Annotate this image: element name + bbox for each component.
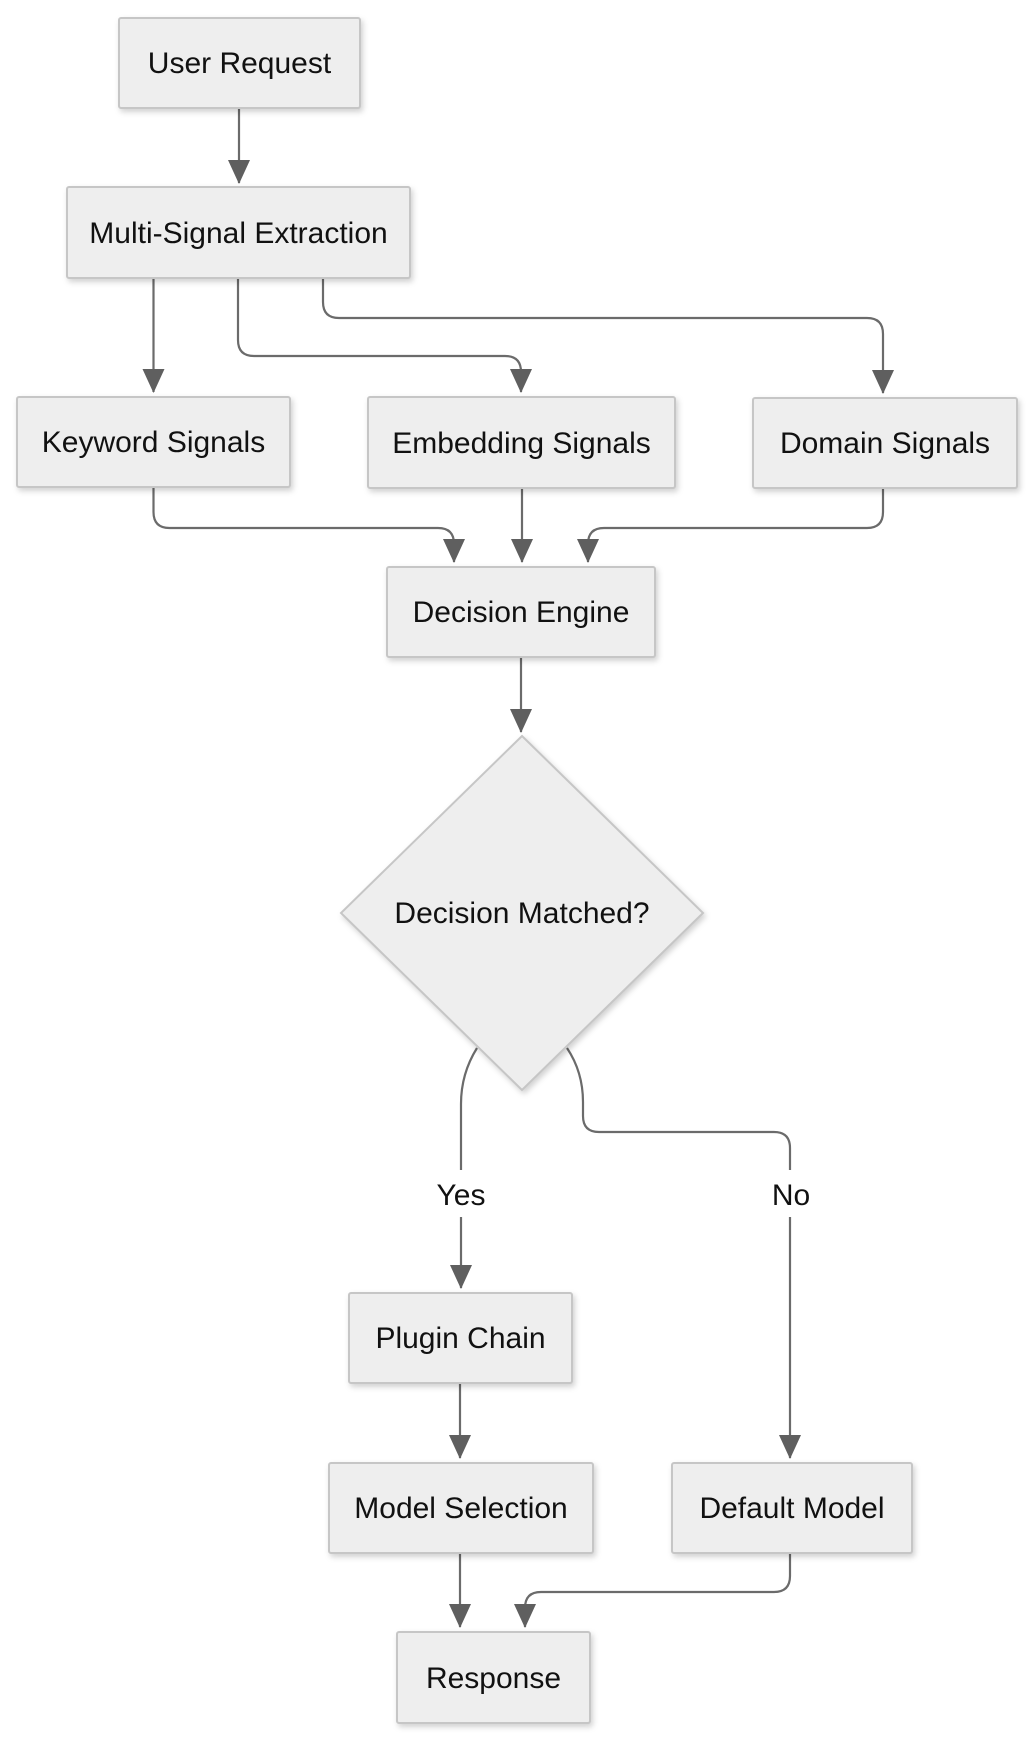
node-response-box (396, 1631, 591, 1724)
edge-keyword-signals-to-decision-engine (152, 487, 465, 563)
node-keyword-signals: Keyword Signals (16, 396, 291, 488)
node-multi-signal-extraction-label: Multi-Signal Extraction (89, 217, 387, 250)
node-plugin-chain: Plugin Chain (348, 1292, 573, 1384)
node-model-selection-box (328, 1462, 594, 1554)
edge-decision-matched-no-upper (566, 1047, 792, 1170)
edge-default-model-to-response (514, 1553, 792, 1628)
node-user-request-label: User Request (148, 47, 332, 80)
node-model-selection-label: Model Selection (354, 1492, 567, 1525)
edge-decision-matched-yes-upper (459, 1047, 478, 1170)
edge-label-yes: Yes (437, 1179, 486, 1212)
node-embedding-signals-label: Embedding Signals (392, 427, 651, 460)
node-decision-matched: Decision Matched? (339, 734, 705, 1092)
node-multi-signal-extraction: Multi-Signal Extraction (66, 186, 411, 279)
node-default-model: Default Model (671, 1462, 913, 1554)
node-embedding-signals: Embedding Signals (367, 396, 676, 489)
node-domain-signals: Domain Signals (752, 397, 1018, 489)
node-decision-engine-label: Decision Engine (413, 596, 630, 629)
node-plugin-chain-box (348, 1292, 573, 1384)
edge-labels-layer: Yes No (437, 1179, 811, 1212)
node-model-selection: Model Selection (328, 1462, 594, 1554)
edge-multi-signal-extraction-to-embedding-signals (236, 278, 532, 393)
node-keyword-signals-box (16, 396, 291, 488)
nodes-layer: User Request Multi-Signal Extraction Key… (16, 17, 1018, 1724)
node-response-label: Response (426, 1662, 561, 1695)
node-keyword-signals-label: Keyword Signals (42, 426, 265, 459)
node-embedding-signals-box (367, 396, 676, 489)
edge-label-no: No (772, 1179, 810, 1212)
node-domain-signals-label: Domain Signals (780, 427, 990, 460)
node-default-model-box (671, 1462, 913, 1554)
node-domain-signals-box (752, 397, 1018, 489)
node-decision-matched-label: Decision Matched? (394, 897, 649, 930)
edge-multi-signal-extraction-to-domain-signals (321, 278, 894, 394)
node-decision-engine-box (386, 566, 656, 658)
node-multi-signal-extraction-box (66, 186, 411, 279)
node-decision-engine: Decision Engine (386, 566, 656, 658)
node-decision-matched-diamond (339, 734, 705, 1092)
edges-layer (142, 108, 894, 1628)
node-user-request: User Request (118, 17, 361, 109)
edge-domain-signals-to-decision-engine (577, 488, 885, 563)
node-user-request-box (118, 17, 361, 109)
node-default-model-label: Default Model (699, 1492, 884, 1525)
node-plugin-chain-label: Plugin Chain (375, 1322, 545, 1355)
node-response: Response (396, 1631, 591, 1724)
